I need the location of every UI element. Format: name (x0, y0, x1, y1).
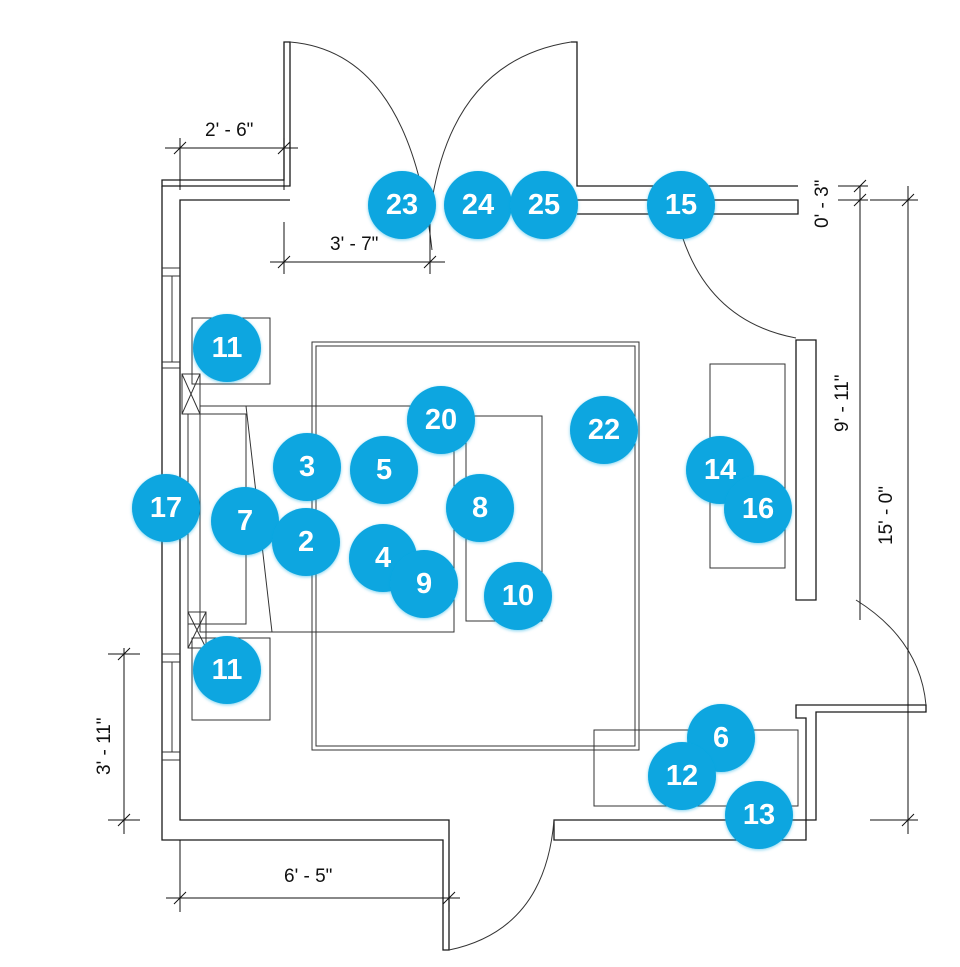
callout-marker[interactable]: 17 (132, 474, 200, 542)
callout-marker[interactable]: 25 (510, 171, 578, 239)
callout-marker[interactable]: 24 (444, 171, 512, 239)
dim-label: 3' - 7" (330, 234, 378, 255)
callout-marker[interactable]: 8 (446, 474, 514, 542)
dim-label: 9' - 11" (832, 374, 853, 432)
callout-marker[interactable]: 22 (570, 396, 638, 464)
callout-markers: 23 24 25 15 11 20 22 3 5 14 17 7 8 16 2 … (132, 171, 793, 849)
dim-label: 2' - 6" (205, 120, 253, 141)
callout-marker[interactable]: 9 (390, 550, 458, 618)
callout-marker[interactable]: 15 (647, 171, 715, 239)
callout-number: 15 (665, 189, 697, 221)
callout-number: 7 (237, 505, 253, 537)
callout-number: 11 (212, 332, 243, 364)
callout-number: 25 (528, 189, 560, 221)
callout-number: 11 (212, 654, 243, 686)
callout-marker[interactable]: 10 (484, 562, 552, 630)
callout-number: 12 (666, 760, 698, 792)
callout-number: 16 (742, 493, 774, 525)
callout-number: 23 (386, 189, 418, 221)
callout-marker[interactable]: 7 (211, 487, 279, 555)
callout-marker[interactable]: 23 (368, 171, 436, 239)
lamp-bottom (187, 611, 207, 649)
callout-number: 24 (462, 189, 494, 221)
callout-marker[interactable]: 11 (193, 636, 261, 704)
callout-number: 6 (713, 722, 729, 754)
callout-number: 8 (472, 492, 488, 524)
callout-number: 10 (502, 580, 534, 612)
dim-label: 3' - 11" (94, 717, 115, 775)
callout-number: 2 (298, 526, 314, 558)
callout-marker[interactable]: 5 (350, 436, 418, 504)
callout-number: 20 (425, 404, 457, 436)
callout-marker[interactable]: 2 (272, 508, 340, 576)
callout-marker[interactable]: 3 (273, 433, 341, 501)
callout-marker[interactable]: 16 (724, 475, 792, 543)
dim-label: 6' - 5" (284, 866, 332, 887)
dimension-lines: 2' - 6" 3' - 7" 0' - 3" 9' - 11" 15' - 0… (94, 120, 918, 912)
callout-number: 4 (375, 542, 391, 574)
callout-number: 3 (299, 451, 315, 483)
dim-label: 0' - 3" (812, 180, 833, 228)
callout-marker[interactable]: 11 (193, 314, 261, 382)
callout-number: 13 (743, 799, 775, 831)
callout-number: 17 (150, 492, 182, 524)
callout-marker[interactable]: 12 (648, 742, 716, 810)
callout-marker[interactable]: 13 (725, 781, 793, 849)
callout-marker[interactable]: 20 (407, 386, 475, 454)
callout-number: 22 (588, 414, 620, 446)
dim-label: 15' - 0" (876, 486, 897, 545)
callout-number: 9 (416, 568, 432, 600)
callout-number: 5 (376, 454, 392, 486)
callout-number: 14 (704, 454, 736, 486)
